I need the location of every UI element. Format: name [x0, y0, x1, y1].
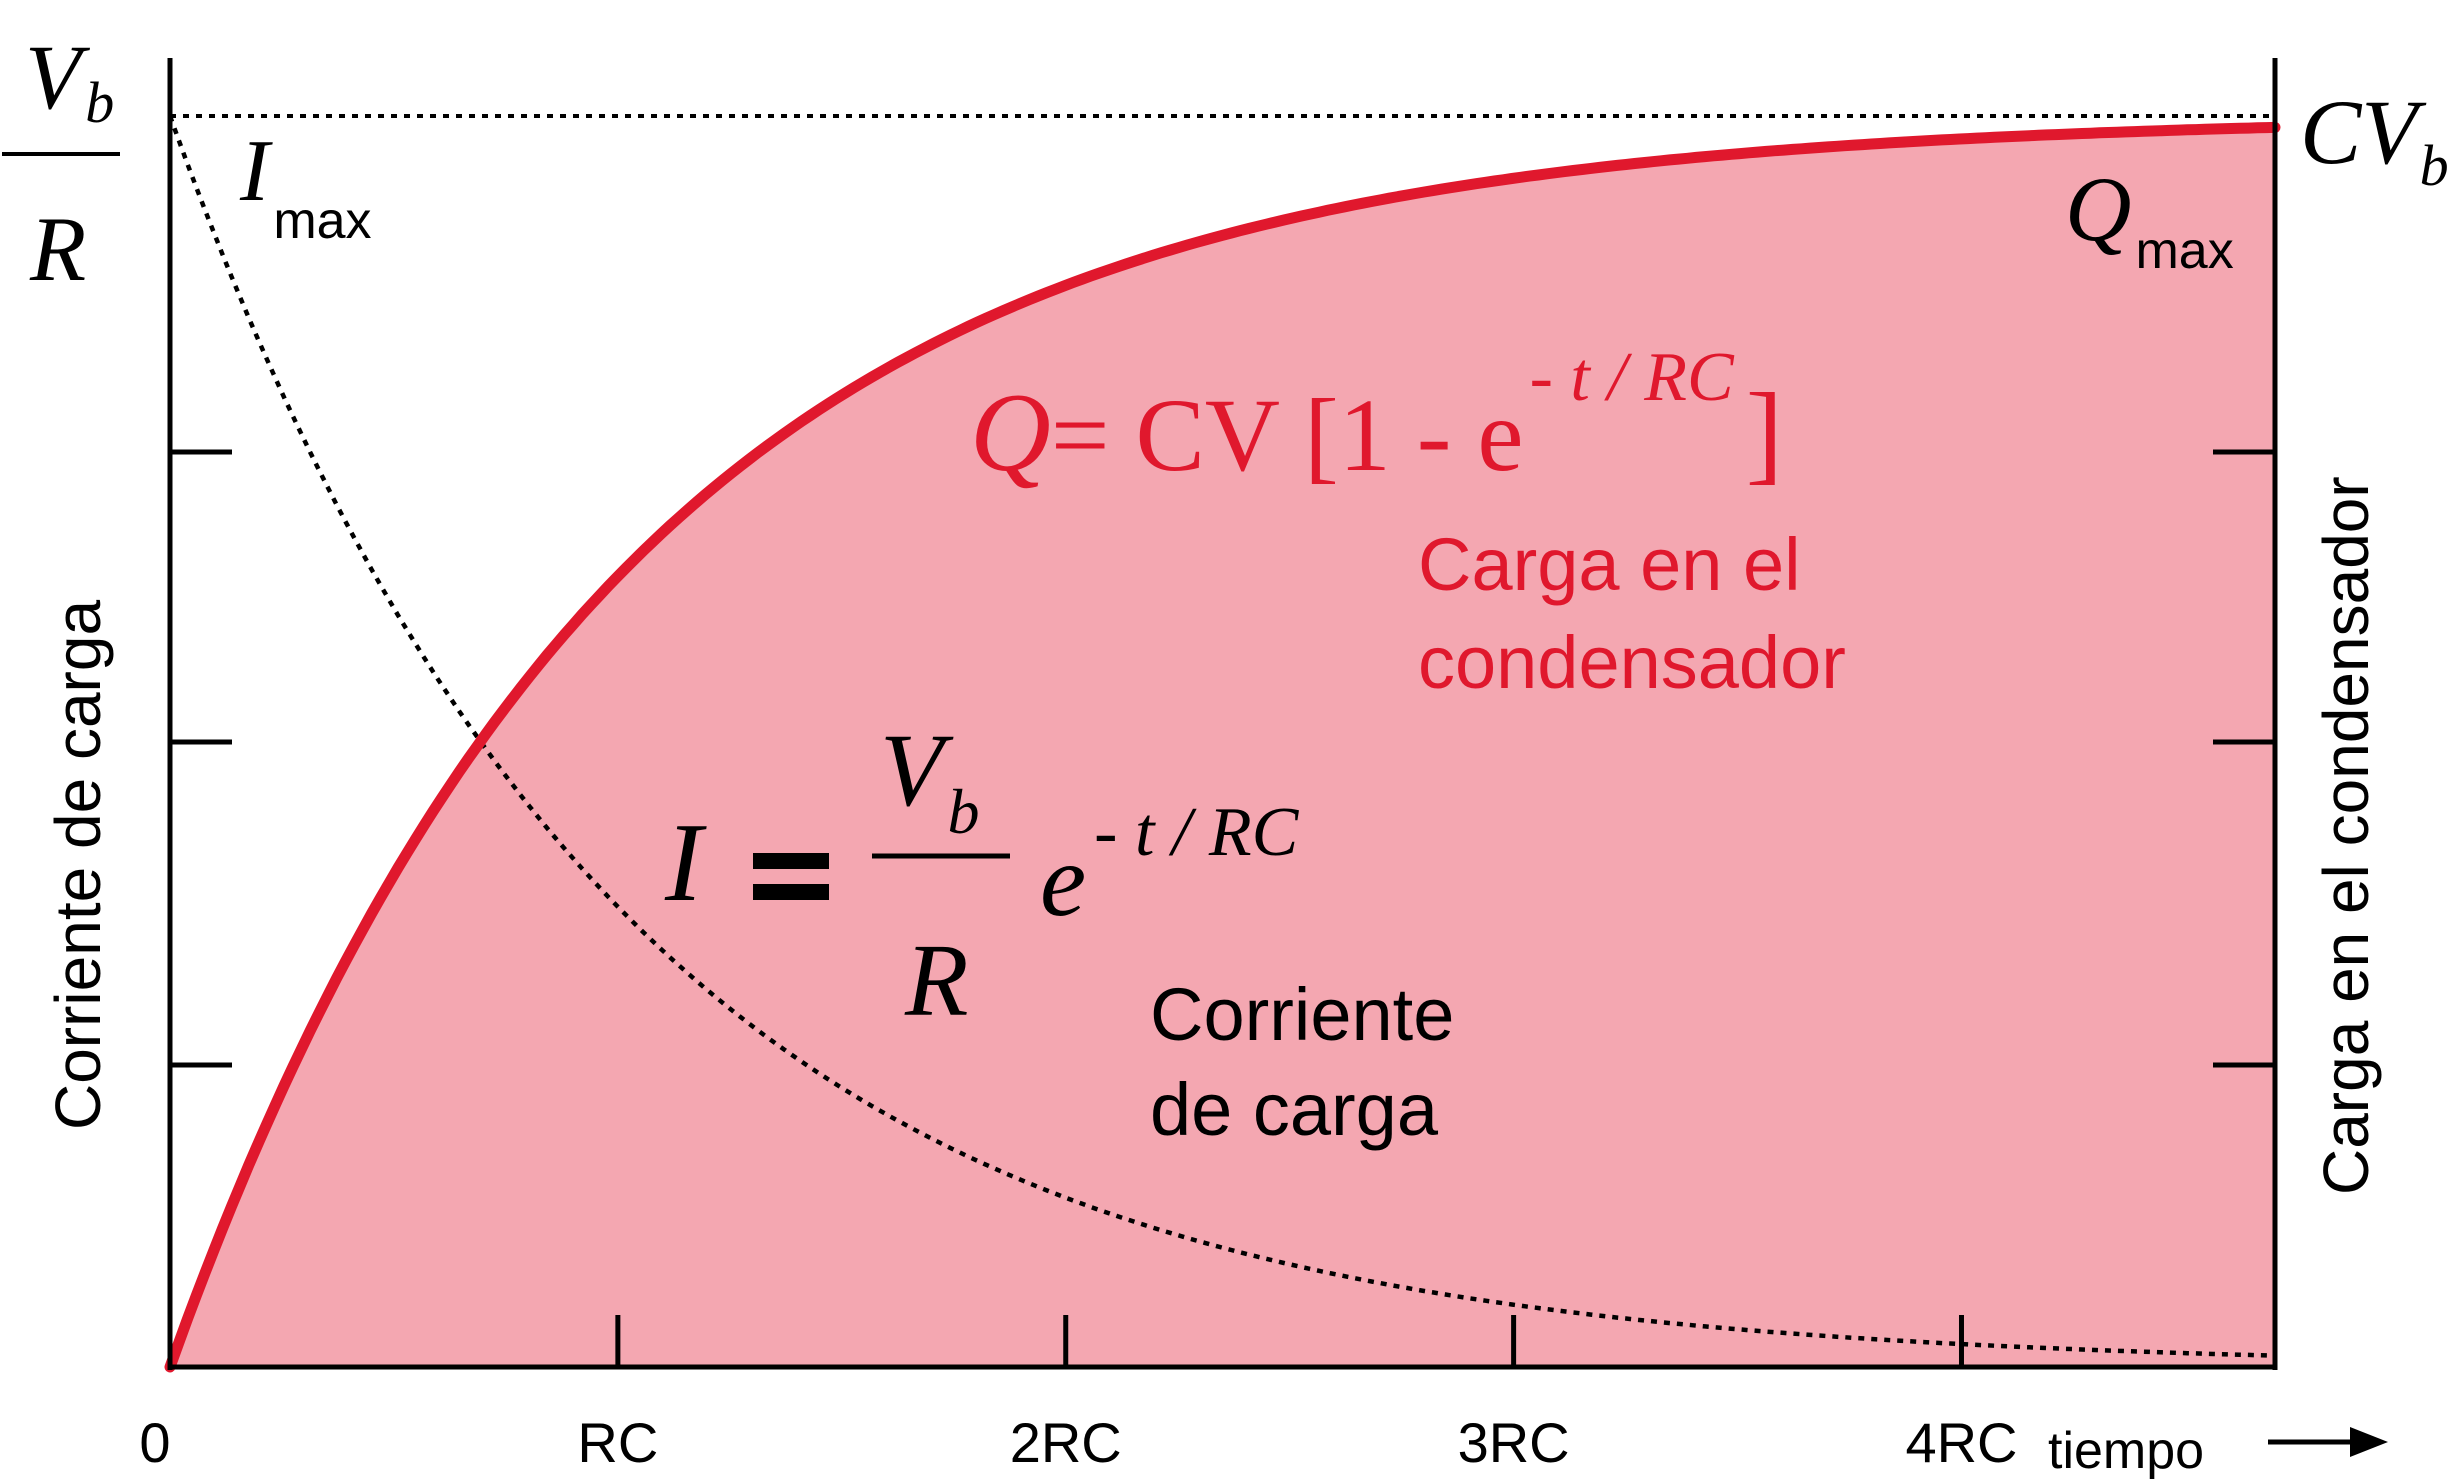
x-axis-label: tiempo — [2048, 1422, 2204, 1480]
x-tick-label: 0 — [139, 1411, 170, 1474]
current-curve — [167, 115, 2276, 1358]
qmax-label: Qmax — [2065, 158, 2234, 280]
left-max-numerator: Vb — [25, 26, 114, 135]
x-ticks: 0 RC 2RC 3RC 4RC — [139, 1315, 2018, 1474]
right-axis-title: Carga en el condensador — [2310, 476, 2382, 1195]
x-tick-label: 4RC — [1905, 1411, 2017, 1474]
charge-area-fill — [170, 127, 2275, 1367]
x-tick-label: RC — [577, 1411, 658, 1474]
current-caption-line1: Corriente — [1150, 973, 1454, 1056]
current-formula-lhs: I — [664, 801, 707, 925]
current-formula-equals-bottom — [753, 884, 829, 900]
current-formula-exp: e- t / RC — [1040, 794, 1300, 938]
x-arrow-head — [2350, 1427, 2388, 1457]
x-tick-label: 2RC — [1010, 1411, 1122, 1474]
left-axis-title: Corriente de carga — [42, 600, 114, 1130]
imax-label: Imax — [239, 123, 372, 250]
charge-curve — [164, 121, 2281, 1373]
current-formula-denominator: R — [904, 923, 969, 1038]
left-max-denominator: R — [29, 198, 86, 300]
charge-formula: Q= CV [1 - e- t / RC] — [970, 339, 1783, 495]
current-caption-line2: de carga — [1150, 1068, 1439, 1151]
current-formula-equals-top — [753, 853, 829, 869]
x-tick-label: 3RC — [1458, 1411, 1570, 1474]
charge-caption-line1: Carga en el — [1418, 523, 1801, 606]
right-max-label: CVb — [2300, 81, 2449, 198]
current-formula-numerator: Vb — [880, 713, 980, 847]
charge-caption-line2: condensador — [1418, 621, 1846, 704]
